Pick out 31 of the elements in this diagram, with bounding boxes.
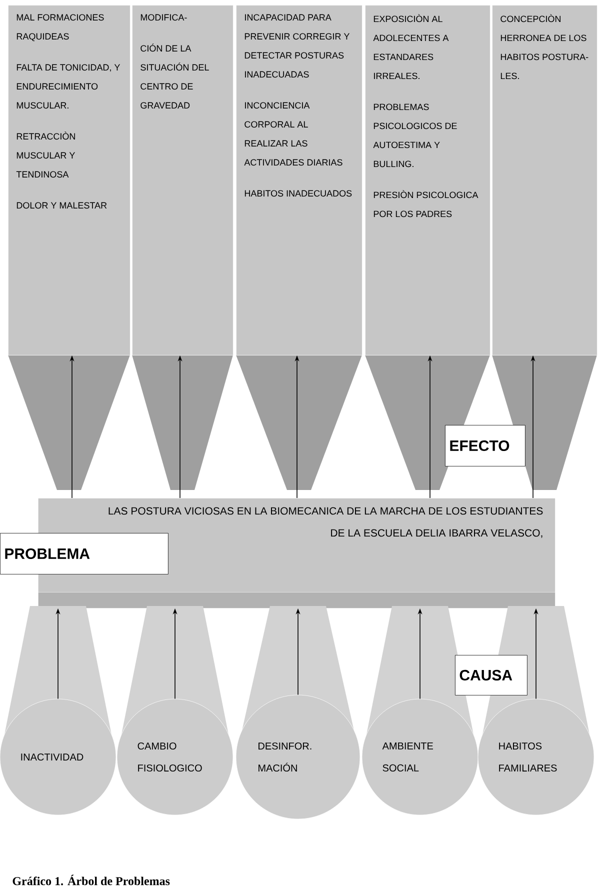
cause-circle xyxy=(478,698,594,816)
effect-text: RETRACCIÒN MUSCULAR Y TENDINOSA xyxy=(16,132,75,178)
cause-text: DESINFOR. MACIÓN xyxy=(258,742,312,772)
effect-text: INCAPACIDAD PARA PREVENIR CORREGIR Y DETECTAR POSTURAS INADECUADAS xyxy=(244,14,350,78)
effect-text: PROBLEMAS PSICOLOGICOS DE AUTOESTIMA Y BULLING. xyxy=(373,104,457,168)
cause-circle xyxy=(362,698,478,816)
label-box: EFECTO xyxy=(445,425,526,466)
effect-text: FALTA DE TONICIDAD, Y ENDURECIMIENTO MUSCULAR. xyxy=(16,64,120,109)
effect-text: MAL FORMACIONES RAQUIDEAS xyxy=(16,14,104,42)
effect-box xyxy=(492,5,598,356)
effect-box xyxy=(8,5,130,356)
effect-text: DOLOR Y MALESTAR xyxy=(16,202,107,209)
cause-circle xyxy=(116,698,234,816)
effect-box xyxy=(365,5,490,356)
effect-text: PRESIÒN PSICOLOGICA POR LOS PADRES xyxy=(374,190,478,218)
effect-text: HABITOS INADECUADOS xyxy=(244,190,352,197)
cause-text: HABITOS FAMILIARES xyxy=(499,742,557,772)
cause-text: CAMBIO FISIOLOGICO xyxy=(138,742,202,772)
label-box: CAUSA xyxy=(455,655,528,696)
effect-box xyxy=(236,5,362,356)
cause-text: INACTIVIDAD xyxy=(21,753,84,761)
cause-circle xyxy=(236,694,360,820)
cause-text: AMBIENTE SOCIAL xyxy=(382,742,433,772)
caption: Gráfico 1. Árbol de Problemas xyxy=(12,874,170,886)
effect-text: INCONCIENCIA CORPORAL AL REALIZAR LAS ACTIVIDADES DIARIAS xyxy=(244,102,342,166)
effect-text: CIÓN DE LA SITUACIÓN DEL CENTRO DE GRAVEDAD xyxy=(140,44,209,109)
effect-text: MODIFICA- xyxy=(140,14,187,21)
effect-text: EXPOSICIÒN AL ADOLECENTES A ESTANDARES IRREALES. xyxy=(373,14,449,80)
effect-box xyxy=(132,5,234,356)
label-box: PROBLEMA xyxy=(0,533,168,574)
effect-text: CONCEPCIÒN HERRONEA DE LOS HABITOS POSTURA- LES. xyxy=(500,14,588,80)
